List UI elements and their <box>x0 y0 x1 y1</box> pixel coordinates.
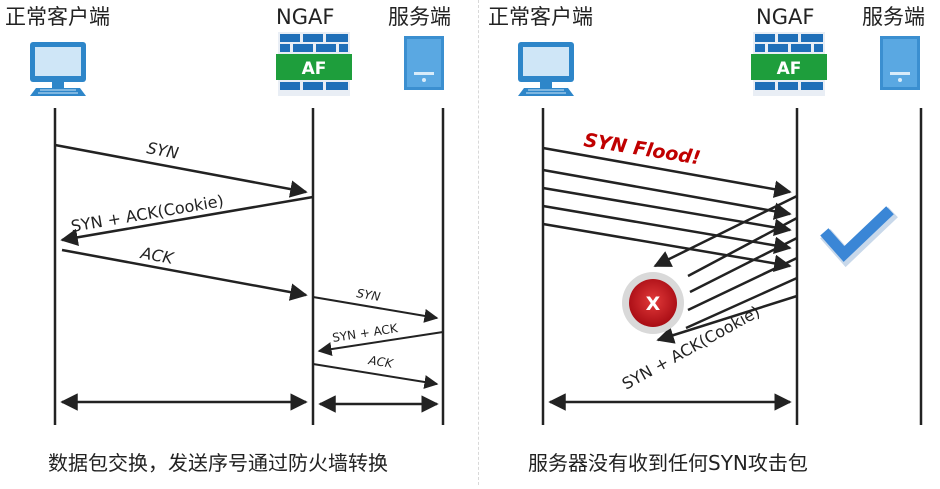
ngaf-label: NGAF <box>756 5 814 29</box>
msg-synack-server: SYN + ACK <box>331 321 399 345</box>
server-label: 服务端 <box>862 5 925 29</box>
synack-return-arrow <box>653 194 798 268</box>
arrow-syn <box>54 143 308 198</box>
synack-return-arrow <box>685 276 798 330</box>
arrow-synack-cookie <box>60 195 314 246</box>
msg-ack-server: ACK <box>367 353 395 371</box>
left-caption: 数据包交换，发送序号通过防火墙转换 <box>48 451 388 475</box>
ngaf-label: NGAF <box>276 5 334 29</box>
server-icon <box>880 36 920 90</box>
client-label: 正常客户端 <box>5 5 110 29</box>
checkmark-icon <box>820 206 898 268</box>
computer-icon <box>518 42 574 96</box>
arrow-syn-server <box>312 296 439 323</box>
msg-syn: SYN <box>145 138 180 163</box>
synack-return-arrow <box>687 216 798 278</box>
firewall-icon: AF <box>276 32 352 96</box>
right-caption: 服务器没有收到任何SYN攻击包 <box>528 451 808 475</box>
block-icon: X <box>622 272 684 334</box>
synack-return-arrows <box>653 194 798 344</box>
flood-syn-arrow <box>542 204 792 254</box>
synack-return-arrow <box>687 256 798 312</box>
synack-return-arrow <box>689 236 798 294</box>
block-mark: X <box>646 293 661 315</box>
firewall-icon: AF <box>751 32 827 96</box>
syn-flood-label: SYN Flood! <box>582 129 702 169</box>
server-icon <box>404 36 444 90</box>
flood-syn-arrows <box>542 146 792 272</box>
server-label: 服务端 <box>388 5 451 29</box>
computer-icon <box>30 42 86 96</box>
right-sequence-diagram: 正常客户端 NGAF 服务端 AF SYN Flood! <box>488 5 925 475</box>
flood-syn-arrow <box>542 222 792 272</box>
msg-synack-cookie: SYN + ACK(Cookie) <box>69 191 225 236</box>
flood-syn-arrow <box>542 186 792 236</box>
arrow-synack-server <box>317 331 444 357</box>
flood-syn-arrow <box>542 168 792 220</box>
ngaf-badge-label: AF <box>777 59 802 79</box>
synack-return-arrow <box>656 294 798 344</box>
msg-syn-server: SYN <box>355 286 381 304</box>
flood-syn-arrow <box>542 146 792 198</box>
arrow-ack <box>61 248 308 301</box>
left-sequence-diagram: 正常客户端 NGAF 服务端 AF SYN SYN + ACK(Cookie) … <box>5 5 451 475</box>
client-label: 正常客户端 <box>488 5 593 29</box>
right-panel: 正常客户端 NGAF 服务端 AF SYN Flood! <box>478 0 940 485</box>
arrow-ack-server <box>312 363 439 389</box>
ngaf-badge-label: AF <box>302 59 327 79</box>
panel-divider <box>478 0 479 485</box>
left-panel: 正常客户端 NGAF 服务端 AF SYN SYN + ACK(Cookie) … <box>5 5 451 475</box>
